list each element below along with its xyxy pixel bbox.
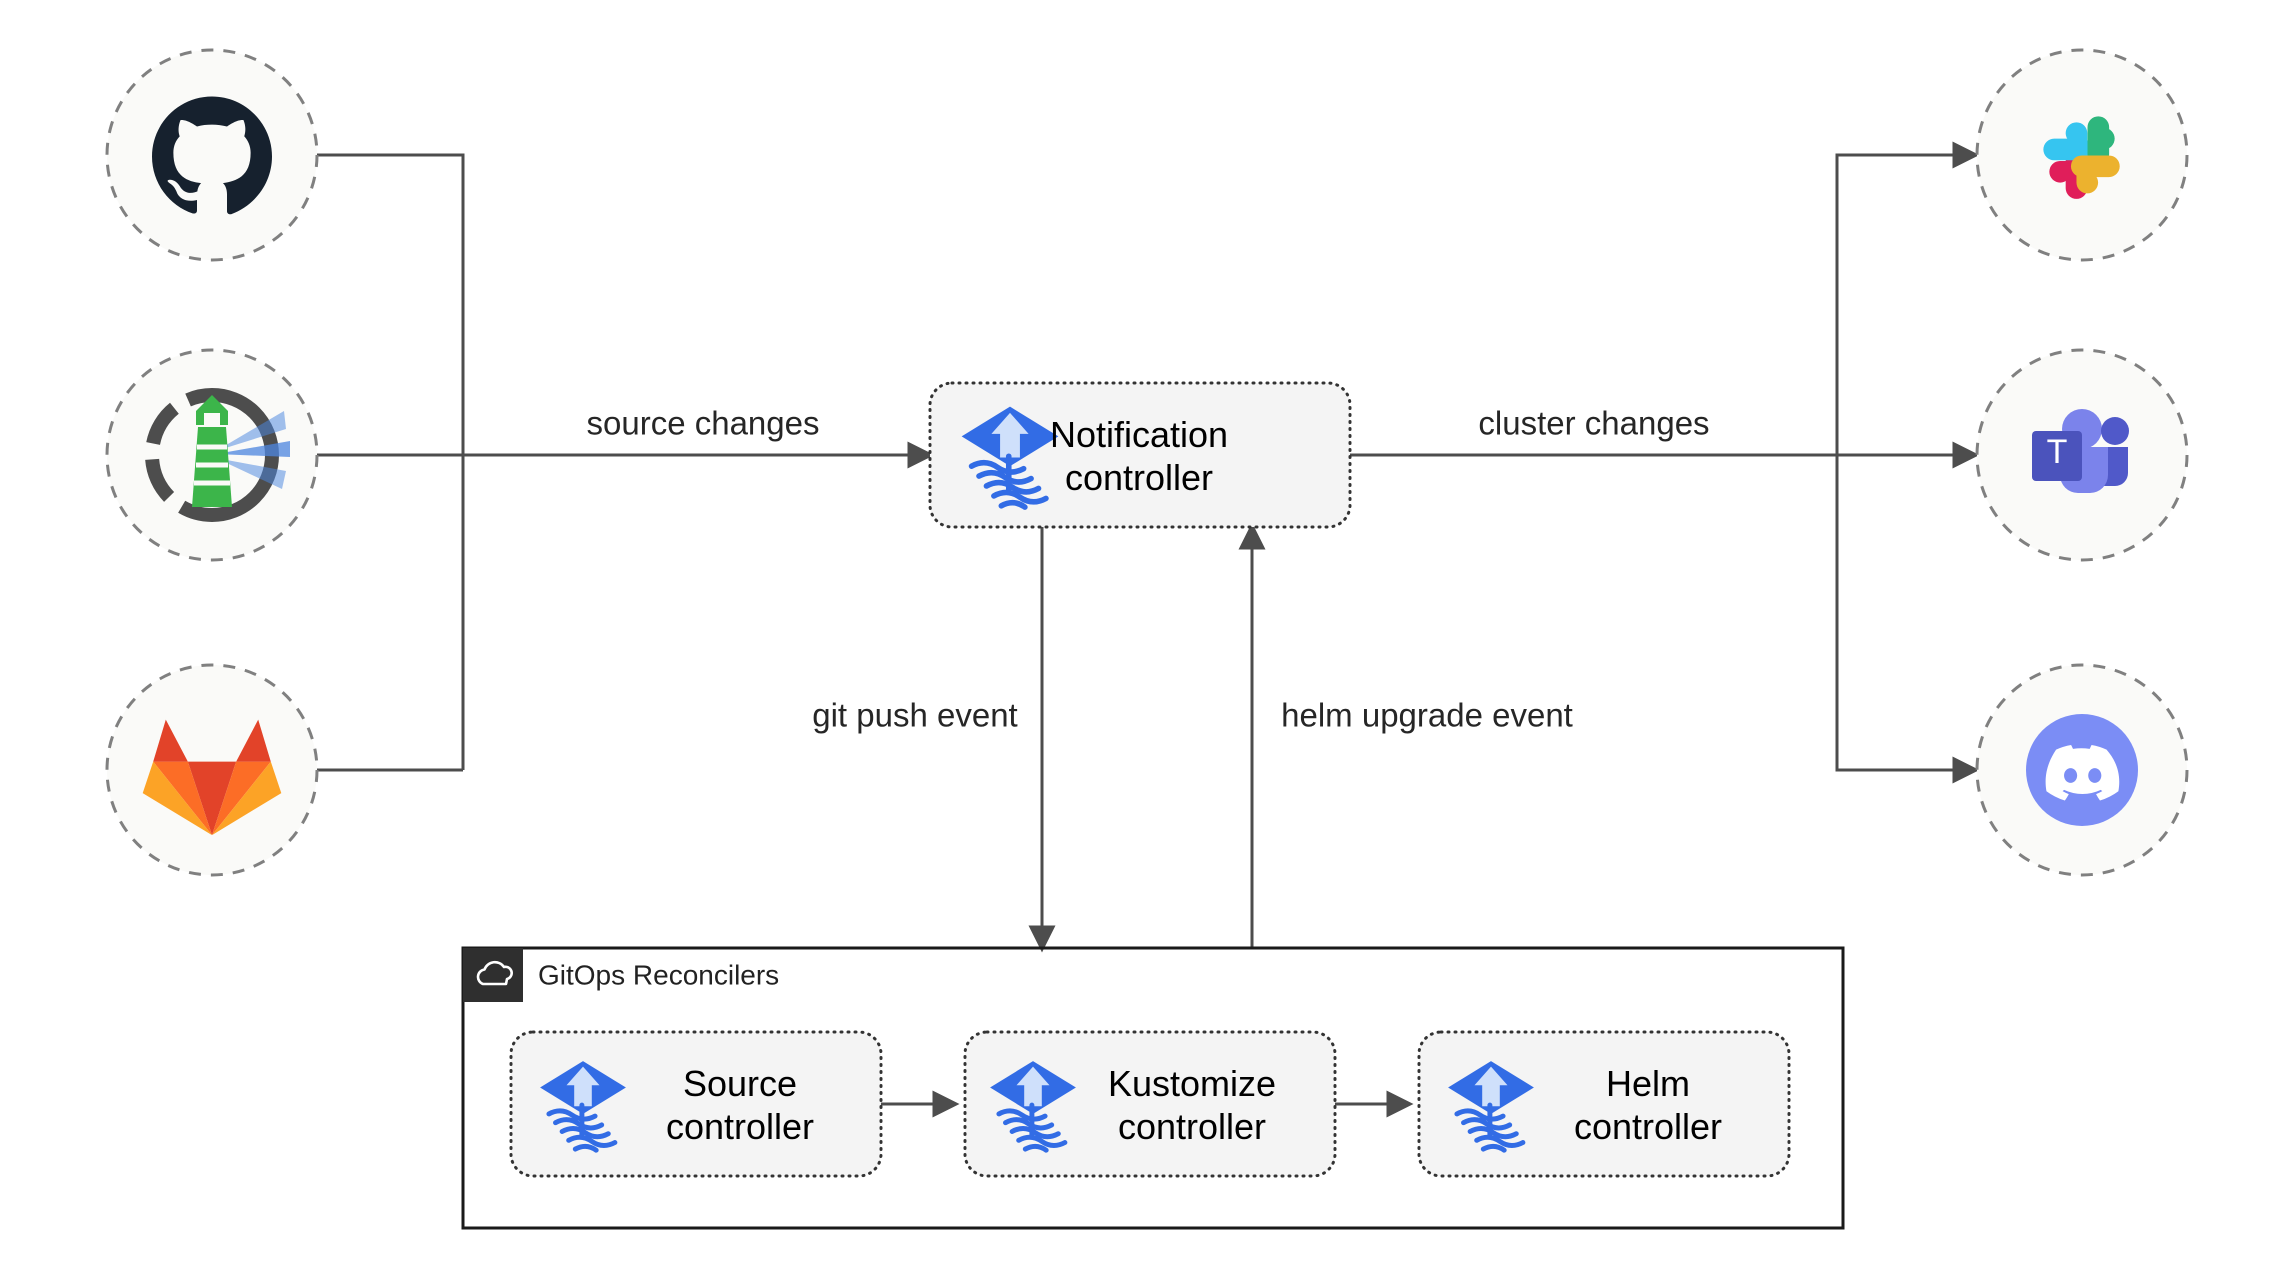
edge-bus-to-slack [1835,141,1980,455]
group-title: GitOps Reconcilers [538,959,779,990]
edge-label-cluster-changes: cluster changes [1478,405,1709,442]
group-icon-tile [463,948,523,1002]
helm-controller-label-line1: Helm [1606,1063,1690,1104]
edge-label-helm-upgrade-event: helm upgrade event [1281,697,1573,734]
source-controller-label-line2: controller [666,1106,814,1147]
microsoft-teams-icon: T [2032,409,2129,493]
flux-lighthouse-icon [145,388,290,522]
source-node-flux[interactable] [105,348,319,562]
destination-node-teams[interactable]: T [1975,348,2189,562]
helm-controller-node[interactable]: Helm controller [1417,1030,1791,1178]
helm-controller-label-line2: controller [1574,1106,1722,1147]
gitlab-icon [142,719,282,836]
notification-controller-label-line2: controller [1065,457,1213,498]
flux-logo-icon [1448,1061,1534,1153]
edge-bus-to-discord [1835,455,1980,784]
slack-icon [2043,116,2120,199]
source-node-github[interactable] [105,48,319,262]
kustomize-controller-label-line2: controller [1118,1106,1266,1147]
destination-node-slack[interactable] [1975,48,2189,262]
edge-label-git-push-event: git push event [812,697,1017,734]
kustomize-controller-label-line1: Kustomize [1108,1063,1276,1104]
flux-logo-icon [540,1061,626,1153]
svg-text:T: T [2047,433,2068,471]
source-controller-label-line1: Source [683,1063,797,1104]
source-node-gitlab[interactable] [105,663,319,877]
source-controller-node[interactable]: Source controller [509,1030,883,1178]
cloud-icon [476,960,513,986]
flux-logo-icon [961,406,1059,510]
discord-icon [2026,714,2138,826]
flux-logo-icon [990,1061,1076,1153]
github-icon [152,96,272,215]
edge-github-to-bus [317,153,465,770]
notification-controller-label-line1: Notification [1050,414,1228,455]
kustomize-controller-node[interactable]: Kustomize controller [963,1030,1337,1178]
notification-controller-node[interactable]: Notification controller [928,381,1352,529]
edge-label-source-changes: source changes [587,405,820,442]
destination-node-discord[interactable] [1975,663,2189,877]
